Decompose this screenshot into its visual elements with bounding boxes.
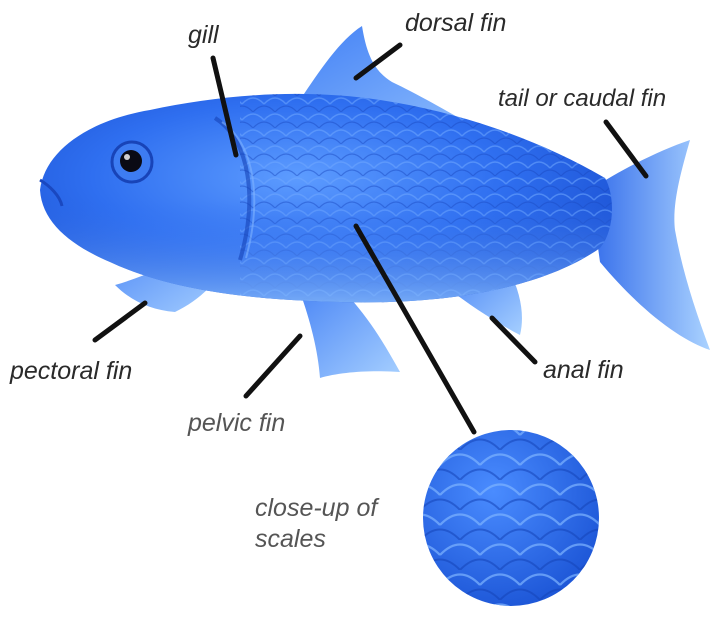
pectoral-leader bbox=[95, 303, 145, 340]
pectoral-fin-label: pectoral fin bbox=[10, 358, 132, 386]
eye-icon bbox=[112, 142, 152, 182]
scales-label-line1: close-up of bbox=[255, 493, 377, 524]
scales-label-line2: scales bbox=[255, 524, 377, 555]
dorsal-fin-label: dorsal fin bbox=[405, 10, 506, 38]
gill-label: gill bbox=[188, 22, 219, 50]
tail-fin-label: tail or caudal fin bbox=[498, 86, 666, 112]
pelvic-leader bbox=[246, 336, 300, 396]
pelvic-fin-shape bbox=[300, 292, 400, 378]
scales-label: close-up of scales bbox=[255, 493, 377, 556]
anal-fin-label: anal fin bbox=[543, 357, 624, 385]
tail-leader bbox=[606, 122, 646, 176]
tail-fin-shape bbox=[590, 140, 710, 350]
pelvic-fin-label: pelvic fin bbox=[188, 410, 285, 438]
scales-closeup bbox=[420, 428, 610, 608]
